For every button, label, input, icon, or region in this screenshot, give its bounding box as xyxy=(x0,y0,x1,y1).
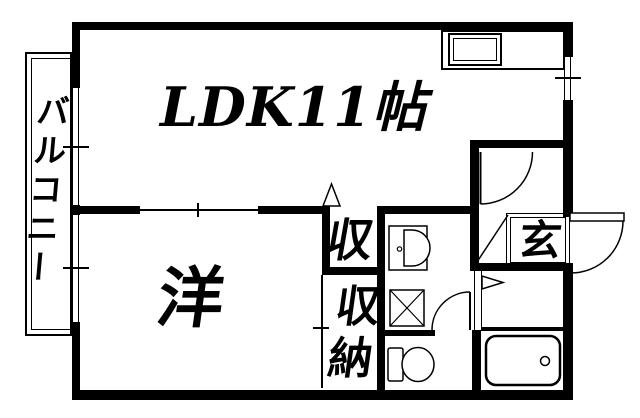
wall-left-lower xyxy=(72,322,80,400)
wall-hall-left xyxy=(470,140,479,271)
wall-top xyxy=(72,22,573,30)
hall-opening-line xyxy=(474,271,475,330)
toilet xyxy=(387,346,435,383)
room-label-entrance: 玄 xyxy=(515,216,565,265)
wall-ldk-hall xyxy=(479,140,573,148)
wall-ldk-western-right xyxy=(258,206,330,214)
washbasin xyxy=(388,225,431,271)
wall-toilet-bath xyxy=(472,330,481,392)
closet-front-cross xyxy=(313,327,329,329)
room-label-ldk: LDK11帖 xyxy=(160,75,427,139)
wall-right-mid xyxy=(563,100,573,217)
wall-right-top xyxy=(563,22,573,57)
hall-folding-door-triangle xyxy=(481,274,506,291)
entrance-floor-outer xyxy=(506,213,570,267)
wall-entrance-bottom xyxy=(470,263,573,271)
bathtub xyxy=(484,334,562,387)
wall-closet-left xyxy=(322,214,330,275)
wall-washroom-top xyxy=(385,206,479,214)
window-center-tick xyxy=(555,77,581,79)
room-label-western-room: 洋 xyxy=(152,260,230,337)
sliding-opening-cross xyxy=(197,203,199,217)
kitchen-sink xyxy=(448,33,502,66)
balcony-inner-rail xyxy=(31,58,72,330)
entrance-floor-inner xyxy=(510,217,566,263)
wall-bottom xyxy=(72,390,573,400)
wall-bath-top xyxy=(481,327,563,331)
wall-ldk-western-left xyxy=(78,206,140,214)
wall-closet-divider xyxy=(322,267,385,275)
closet-folding-door-triangle xyxy=(321,181,342,207)
window-center-tick xyxy=(63,146,89,148)
sliding-opening-line xyxy=(140,209,258,211)
closet-front-line xyxy=(321,275,323,388)
hall-opening-line xyxy=(481,271,482,330)
wall-right-bottom xyxy=(563,267,573,400)
washing-machine-pan xyxy=(389,289,425,327)
room-label-closet-lower: 収納 xyxy=(316,283,383,387)
wall-left-upper xyxy=(72,22,80,88)
entrance-diagonal-line xyxy=(474,214,509,266)
room-label-closet-upper: 収 xyxy=(322,213,378,267)
wall-toilet-top xyxy=(385,330,435,336)
entry-door-swing xyxy=(569,212,625,274)
wall-center-spine xyxy=(377,206,385,392)
kitchen-counter xyxy=(441,30,565,70)
wall-left-mid xyxy=(72,205,80,215)
hall-door-swing xyxy=(479,151,534,205)
window-center-tick xyxy=(63,267,89,269)
toilet-door-swing xyxy=(431,291,471,331)
kitchen-sink-inner xyxy=(453,38,497,61)
